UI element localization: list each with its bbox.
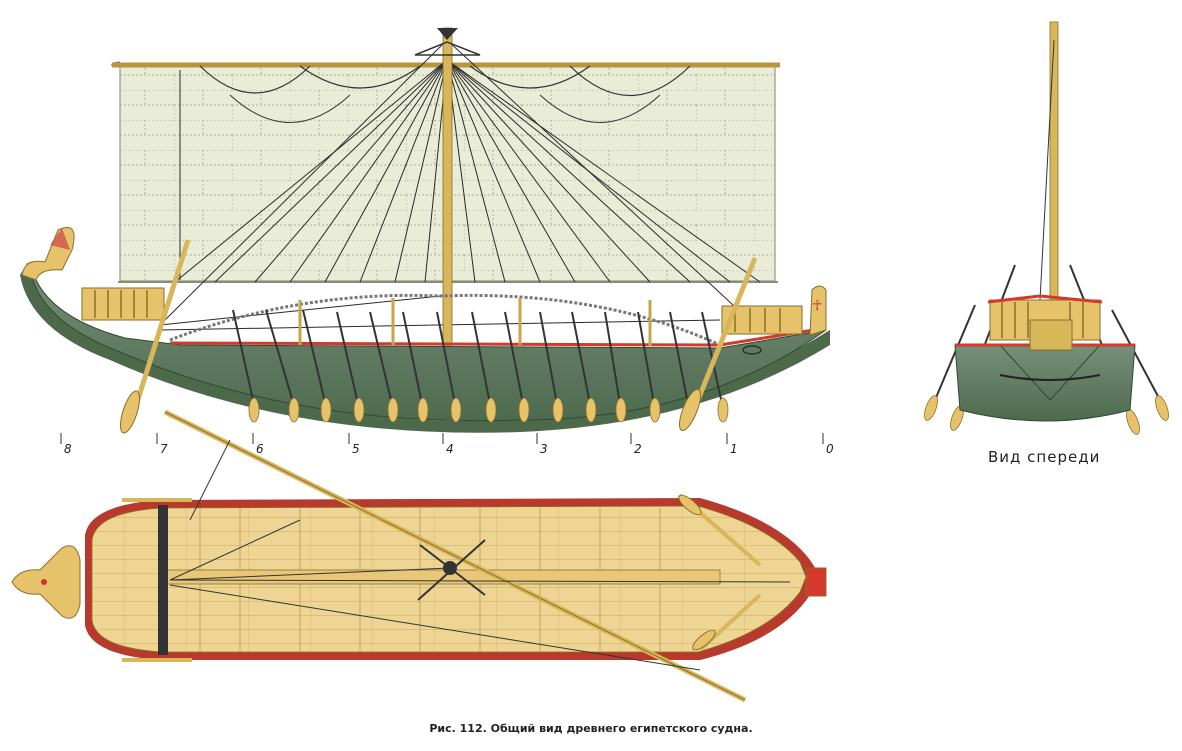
scale-label-4: 4 (446, 442, 454, 456)
scale-label-2: 2 (634, 442, 642, 456)
rigging (159, 39, 761, 331)
top-view (11, 409, 827, 703)
scale-bar (60, 433, 824, 444)
front-view-label: Вид спереди (988, 448, 1101, 466)
front-view (924, 21, 1169, 435)
scale-label-0: 0 (826, 442, 834, 456)
front-mast (1049, 21, 1059, 303)
scale-label-8: 8 (64, 442, 72, 456)
scale-label-5: 5 (352, 442, 360, 456)
scale-label-1: 1 (730, 442, 738, 456)
figure-caption: Рис. 112. Общий вид древнего египетского… (429, 722, 753, 735)
side-view: ☥ (20, 27, 830, 434)
oars (119, 239, 758, 434)
scale-label-3: 3 (540, 442, 548, 456)
scale-label-6: 6 (256, 442, 264, 456)
mast (442, 27, 453, 349)
scale-label-7: 7 (160, 442, 168, 456)
hull-side: ☥ (20, 227, 830, 433)
svg-text:☥: ☥ (812, 298, 822, 314)
